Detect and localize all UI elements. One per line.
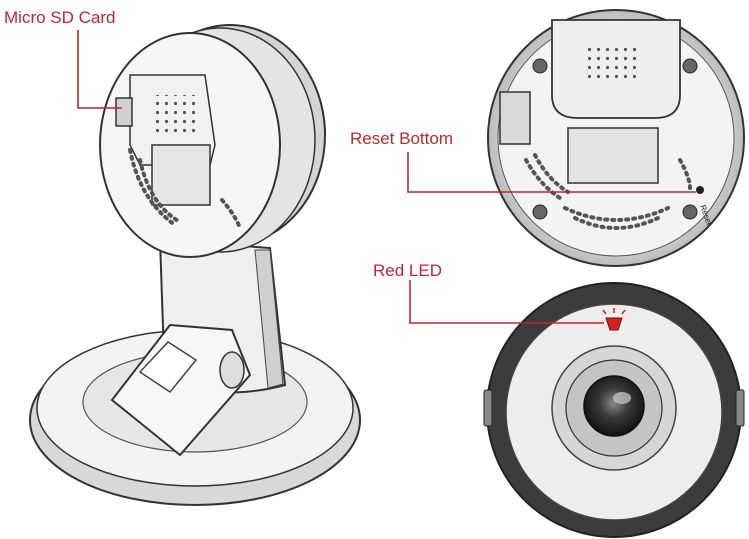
camera-back-view: Reset [487,9,745,267]
reset-button-icon [696,186,704,194]
led-leader [409,280,604,324]
lens-icon [583,375,645,437]
micro-sd-leader [77,30,122,109]
camera-front-view [483,282,745,538]
sd-card-slot-icon [115,97,133,127]
micro-sd-card-label: Micro SD Card [4,8,116,27]
reset-leader [407,152,696,193]
led-indicator-icon [602,308,626,331]
callout-lines [77,30,696,324]
reset-bottom-label: Reset Bottom [350,129,453,148]
standing-camera [29,24,361,506]
red-led-label: Red LED [373,261,442,280]
